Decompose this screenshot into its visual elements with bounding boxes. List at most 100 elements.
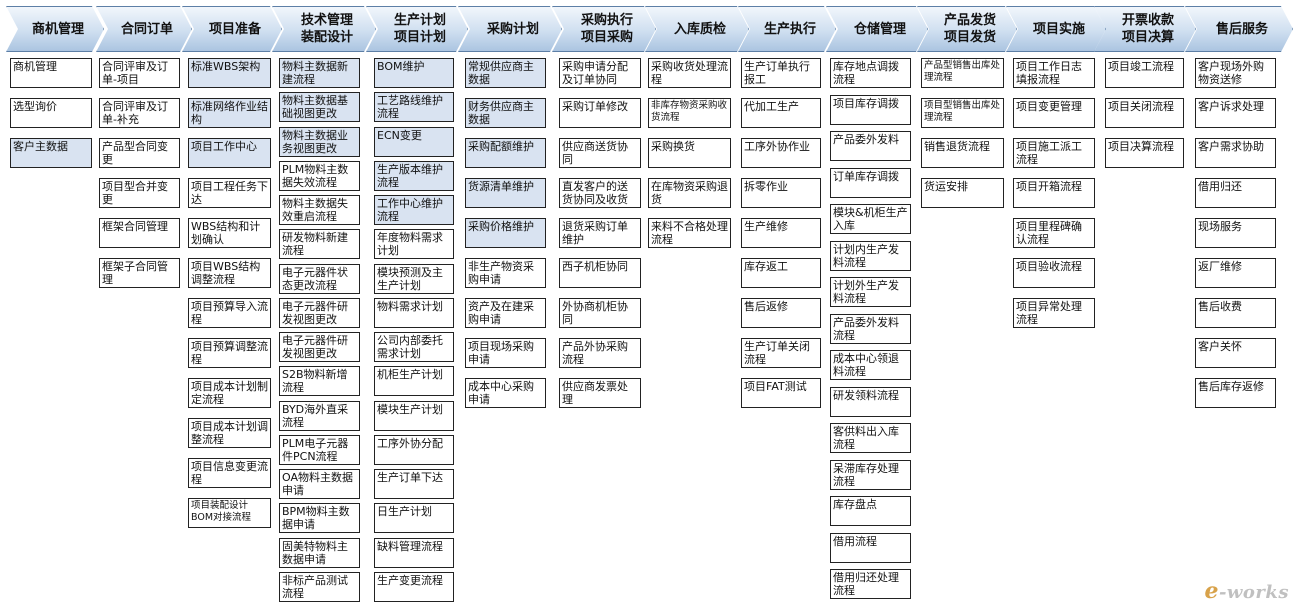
process-box[interactable]: 采购申请分配及订单协同 — [559, 58, 641, 88]
process-box[interactable]: 产品外协采购流程 — [559, 338, 641, 368]
process-box[interactable]: OA物料主数据申请 — [279, 469, 360, 499]
process-box[interactable]: 物料需求计划 — [374, 298, 454, 328]
stage-arrow-3[interactable]: 项目准备 — [182, 6, 282, 52]
process-box[interactable]: 项目预算导入流程 — [188, 298, 271, 328]
process-box[interactable]: 项目现场采购申请 — [465, 338, 546, 368]
process-box[interactable]: 客户主数据 — [10, 138, 92, 168]
process-box[interactable]: 售后收费 — [1195, 298, 1276, 328]
stage-arrow-8[interactable]: 入库质检 — [645, 6, 749, 52]
process-box[interactable]: 来料不合格处理流程 — [648, 218, 731, 248]
process-box[interactable]: 外协商机柜协同 — [559, 298, 641, 328]
process-box[interactable]: 项目变更管理 — [1013, 98, 1095, 128]
process-box[interactable]: 机柜生产计划 — [374, 366, 454, 396]
process-box[interactable]: 计划外生产发料流程 — [830, 277, 911, 307]
process-box[interactable]: 项目FAT测试 — [741, 378, 821, 408]
process-box[interactable]: 计划内生产发料流程 — [830, 241, 911, 271]
process-box[interactable]: 产品型合同变更 — [99, 138, 180, 168]
process-box[interactable]: 项目工作中心 — [188, 138, 271, 168]
process-box[interactable]: 客户关怀 — [1195, 338, 1276, 368]
process-box[interactable]: 工艺路线维护流程 — [374, 92, 454, 122]
stage-arrow-7[interactable]: 采购执行 项目采购 — [552, 6, 656, 52]
process-box[interactable]: 非标产品测试流程 — [279, 572, 360, 602]
process-box[interactable]: 日生产计划 — [374, 503, 454, 533]
process-box[interactable]: 现场服务 — [1195, 218, 1276, 248]
process-box[interactable]: 项目预算调整流程 — [188, 338, 271, 368]
process-box[interactable]: 工作中心维护流程 — [374, 195, 454, 225]
process-box[interactable]: 商机管理 — [10, 58, 92, 88]
process-box[interactable]: 合同评审及订单-补充 — [99, 98, 180, 128]
process-box[interactable]: 常规供应商主数据 — [465, 58, 546, 88]
process-box[interactable]: 项目WBS结构调整流程 — [188, 258, 271, 288]
process-box[interactable]: 客户诉求处理 — [1195, 98, 1276, 128]
stage-arrow-12[interactable]: 项目实施 — [1006, 6, 1106, 52]
process-box[interactable]: 借用归还处理流程 — [830, 569, 911, 599]
process-box[interactable]: 选型询价 — [10, 98, 92, 128]
process-box[interactable]: 缺料管理流程 — [374, 538, 454, 568]
process-box[interactable]: 直发客户的送货协同及收货 — [559, 178, 641, 208]
process-box[interactable]: 销售退货流程 — [921, 138, 1004, 168]
process-box[interactable]: ECN变更 — [374, 127, 454, 157]
process-box[interactable]: 物料主数据基础视图更改 — [279, 92, 360, 122]
process-box[interactable]: 客户现场外购物资送修 — [1195, 58, 1276, 88]
process-box[interactable]: 年度物料需求计划 — [374, 229, 454, 259]
stage-arrow-11[interactable]: 产品发货 项目发货 — [917, 6, 1017, 52]
process-box[interactable]: 货源清单维护 — [465, 178, 546, 208]
process-box[interactable]: 生产维修 — [741, 218, 821, 248]
process-box[interactable]: 库存地点调拨流程 — [830, 58, 911, 88]
process-box[interactable]: 呆滞库存处理流程 — [830, 460, 911, 490]
process-box[interactable]: 在库物资采购退货 — [648, 178, 731, 208]
process-box[interactable]: 客户需求协助 — [1195, 138, 1276, 168]
process-box[interactable]: PLM电子元器件PCN流程 — [279, 435, 360, 465]
process-box[interactable]: 工序外协作业 — [741, 138, 821, 168]
process-box[interactable]: 返厂维修 — [1195, 258, 1276, 288]
process-box[interactable]: 固美特物料主数据申请 — [279, 538, 360, 568]
process-box[interactable]: 生产版本维护流程 — [374, 161, 454, 191]
process-box[interactable]: 电子元器件研发视图更改 — [279, 298, 360, 328]
process-box[interactable]: 研发物料新建流程 — [279, 229, 360, 259]
process-box[interactable]: 标准网络作业结构 — [188, 98, 271, 128]
process-box[interactable]: 非生产物资采购申请 — [465, 258, 546, 288]
process-box[interactable]: 项目关闭流程 — [1105, 98, 1184, 128]
process-box[interactable]: 项目工程任务下达 — [188, 178, 271, 208]
process-box[interactable]: 借用归还 — [1195, 178, 1276, 208]
process-box[interactable]: 物料主数据失效重启流程 — [279, 195, 360, 225]
process-box[interactable]: 供应商发票处理 — [559, 378, 641, 408]
stage-arrow-9[interactable]: 生产执行 — [738, 6, 836, 52]
process-box[interactable]: 项目成本计划制定流程 — [188, 378, 271, 408]
process-box[interactable]: 项目开箱流程 — [1013, 178, 1095, 208]
process-box[interactable]: 合同评审及订单-项目 — [99, 58, 180, 88]
process-box[interactable]: 框架合同管理 — [99, 218, 180, 248]
process-box[interactable]: 项目决算流程 — [1105, 138, 1184, 168]
process-box[interactable]: 电子元器件研发视图更改 — [279, 332, 360, 362]
process-box[interactable]: 拆零作业 — [741, 178, 821, 208]
process-box[interactable]: 供应商送货协同 — [559, 138, 641, 168]
process-box[interactable]: 售后库存返修 — [1195, 378, 1276, 408]
process-box[interactable]: 项目型合并变更 — [99, 178, 180, 208]
process-box[interactable]: 电子元器件状态更改流程 — [279, 264, 360, 294]
stage-arrow-13[interactable]: 开票收款 项目决算 — [1094, 6, 1196, 52]
process-box[interactable]: 项目库存调拨 — [830, 95, 911, 125]
process-box[interactable]: 物料主数据新建流程 — [279, 58, 360, 88]
stage-arrow-5[interactable]: 生产计划 项目计划 — [366, 6, 468, 52]
process-box[interactable]: 资产及在建采购申请 — [465, 298, 546, 328]
process-box[interactable]: 产品委外发料流程 — [830, 314, 911, 344]
process-box[interactable]: 成本中心采购申请 — [465, 378, 546, 408]
process-box[interactable]: PLM物料主数据失效流程 — [279, 161, 360, 191]
process-box[interactable]: 采购价格维护 — [465, 218, 546, 248]
process-box[interactable]: 公司内部委托需求计划 — [374, 332, 454, 362]
process-box[interactable]: 工序外协分配 — [374, 435, 454, 465]
process-box[interactable]: 非库存物资采购收货流程 — [648, 98, 731, 128]
stage-arrow-2[interactable]: 合同订单 — [96, 6, 192, 52]
process-box[interactable]: BPM物料主数据申请 — [279, 503, 360, 533]
process-box[interactable]: 项目里程碑确认流程 — [1013, 218, 1095, 248]
process-box[interactable]: 项目验收流程 — [1013, 258, 1095, 288]
process-box[interactable]: 退货采购订单维护 — [559, 218, 641, 248]
process-box[interactable]: 售后返修 — [741, 298, 821, 328]
stage-arrow-10[interactable]: 仓储管理 — [826, 6, 928, 52]
process-box[interactable]: 产品委外发料 — [830, 131, 911, 161]
process-box[interactable]: 订单库存调拨 — [830, 168, 911, 198]
process-box[interactable]: S2B物料新增流程 — [279, 366, 360, 396]
process-box[interactable]: 模块预测及主生产计划 — [374, 264, 454, 294]
process-box[interactable]: 代加工生产 — [741, 98, 821, 128]
process-box[interactable]: 项目工作日志填报流程 — [1013, 58, 1095, 88]
